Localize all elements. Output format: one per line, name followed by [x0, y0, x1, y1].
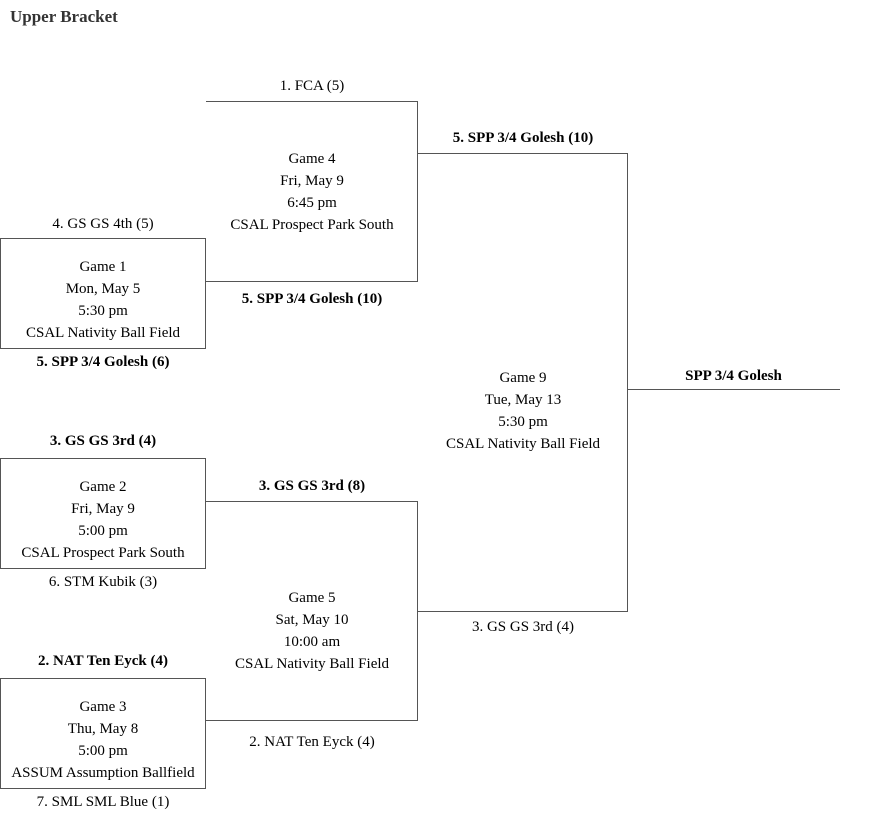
game2-top-seed-label: 3. GS GS 3rd (4): [49, 433, 157, 449]
game4-time: 6:45 pm: [287, 195, 337, 211]
game5-name: Game 5: [288, 590, 336, 606]
game2-info: Game 2 Fri, May 9 5:00 pm CSAL Prospect …: [0, 476, 206, 564]
game9-right-line: [627, 153, 628, 612]
game5-venue: CSAL Nativity Ball Field: [234, 656, 390, 672]
game4-venue: CSAL Prospect Park South: [230, 217, 394, 233]
game9-info: Game 9 Tue, May 13 5:30 pm CSAL Nativity…: [418, 367, 628, 455]
game1-name: Game 1: [79, 259, 127, 275]
game5-time: 10:00 am: [283, 634, 341, 650]
game9-bottom-seed-label: 3. GS GS 3rd (4): [471, 619, 575, 635]
game4-info: Game 4 Fri, May 9 6:45 pm CSAL Prospect …: [206, 148, 418, 236]
game3-info: Game 3 Thu, May 8 5:00 pm ASSUM Assumpti…: [0, 696, 206, 784]
game1-bottom-seed-label: 5. SPP 3/4 Golesh (6): [36, 354, 170, 370]
game4-name: Game 4: [288, 151, 336, 167]
game3-date: Thu, May 8: [67, 721, 139, 737]
game5-top-seed-label: 3. GS GS 3rd (8): [258, 478, 366, 494]
game3-venue: ASSUM Assumption Ballfield: [11, 765, 195, 781]
page-title: Upper Bracket: [10, 7, 118, 26]
game5-date: Sat, May 10: [275, 612, 349, 628]
game3-bottom-seed-label: 7. SML SML Blue (1): [36, 794, 170, 810]
game5-info: Game 5 Sat, May 10 10:00 am CSAL Nativit…: [206, 587, 418, 675]
game4-right-line: [417, 101, 418, 282]
game3-box: [0, 678, 206, 789]
game2-box: [0, 458, 206, 569]
game5-bottom-line: [206, 720, 418, 721]
game4-top-line: [206, 101, 418, 102]
game5-right-line: [417, 501, 418, 721]
game2-bottom-seed-label: 6. STM Kubik (3): [48, 574, 158, 590]
game1-date: Mon, May 5: [65, 281, 141, 297]
game4-bottom-seed-label: 5. SPP 3/4 Golesh (10): [241, 291, 383, 307]
game9-name: Game 9: [499, 370, 547, 386]
game5-bottom-seed-label: 2. NAT Ten Eyck (4): [249, 734, 375, 750]
game9-bottom-line: [418, 611, 628, 612]
game1-box: [0, 238, 206, 349]
game1-info: Game 1 Mon, May 5 5:30 pm CSAL Nativity …: [0, 256, 206, 344]
game3-name: Game 3: [79, 699, 127, 715]
game4-bottom-line: [206, 281, 418, 282]
game9-time: 5:30 pm: [498, 414, 548, 430]
game2-venue: CSAL Prospect Park South: [21, 545, 185, 561]
game9-top-line: [418, 153, 628, 154]
game9-venue: CSAL Nativity Ball Field: [445, 436, 601, 452]
game1-top-seed-label: 4. GS GS 4th (5): [52, 216, 154, 232]
game2-name: Game 2: [79, 479, 127, 495]
game1-venue: CSAL Nativity Ball Field: [25, 325, 181, 341]
game9-date: Tue, May 13: [484, 392, 562, 408]
game4-top-seed-label: 1. FCA (5): [279, 78, 345, 94]
game2-time: 5:00 pm: [78, 523, 128, 539]
game9-top-seed-label: 5. SPP 3/4 Golesh (10): [452, 130, 594, 146]
game1-time: 5:30 pm: [78, 303, 128, 319]
champion-label: SPP 3/4 Golesh: [685, 368, 782, 384]
game3-top-seed-label: 2. NAT Ten Eyck (4): [38, 653, 168, 669]
game2-date: Fri, May 9: [71, 501, 135, 517]
game3-time: 5:00 pm: [78, 743, 128, 759]
game5-top-line: [206, 501, 418, 502]
champion-line: [627, 389, 840, 390]
game4-date: Fri, May 9: [280, 173, 344, 189]
